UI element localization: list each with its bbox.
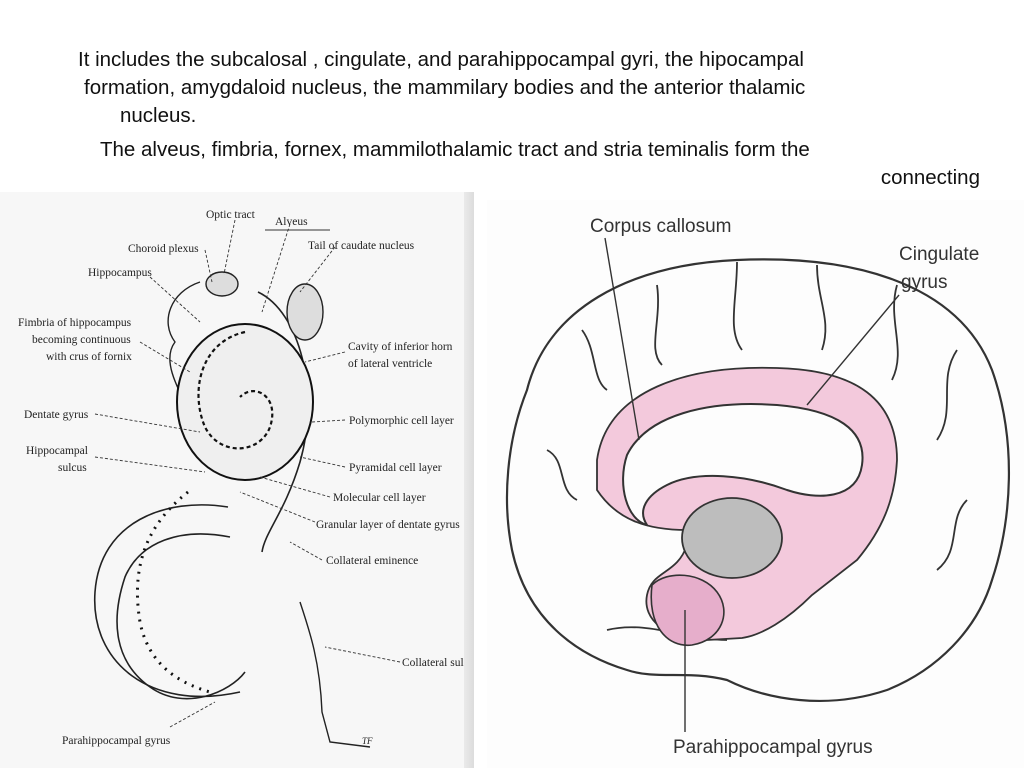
- paragraph-1-line-2: formation, amygdaloid nucleus, the mammi…: [84, 74, 984, 102]
- brain-drawing: Corpus callosum Cingulate gyrus Parahipp…: [487, 200, 1024, 768]
- hippocampus-drawing: Optic tract Alveus Choroid plexus Tail o…: [0, 192, 474, 768]
- label-polymorphic: Polymorphic cell layer: [349, 415, 454, 427]
- paragraph-2-line-2: connecting: [0, 164, 980, 192]
- label-dentate-gyrus: Dentate gyrus: [24, 409, 89, 421]
- paragraph-1-line-1: It includes the subcalosal , cingulate, …: [78, 46, 988, 74]
- paragraph-2-line-1: The alveus, fimbria, fornex, mammilothal…: [100, 136, 982, 164]
- label-parahippocampal-gyrus: Parahippocampal gyrus: [62, 735, 171, 747]
- label-cingulate-2: gyrus: [901, 272, 947, 293]
- label-fimbria-1: Fimbria of hippocampus: [18, 317, 132, 329]
- label-fimbria-2: becoming continuous: [32, 334, 131, 346]
- label-collateral-eminence: Collateral eminence: [326, 555, 418, 567]
- label-corpus-callosum: Corpus callosum: [590, 216, 732, 237]
- parahippocampal-inner: [95, 505, 240, 697]
- dentate-spiral: [177, 324, 313, 480]
- label-molecular: Molecular cell layer: [333, 492, 426, 504]
- label-parahippocampal-gyrus-right: Parahippocampal gyrus: [673, 737, 873, 758]
- label-cavity-1: Cavity of inferior horn: [348, 341, 453, 353]
- label-fimbria-3: with crus of fornix: [46, 351, 132, 363]
- label-hippocampal-sulcus-1: Hippocampal: [26, 445, 88, 457]
- medial-brain-diagram: Corpus callosum Cingulate gyrus Parahipp…: [487, 200, 1024, 768]
- label-choroid-plexus: Choroid plexus: [128, 243, 199, 255]
- label-granular: Granular layer of dentate gyrus: [316, 519, 460, 531]
- caudate-blob: [287, 284, 323, 340]
- artist-signature: TF: [362, 736, 373, 746]
- parahippocampal-outline: [117, 534, 245, 699]
- thalamus: [682, 498, 782, 578]
- label-tail-caudate: Tail of caudate nucleus: [308, 240, 415, 252]
- label-cavity-2: of lateral ventricle: [348, 358, 432, 370]
- pyramidal-band: [137, 492, 210, 692]
- label-pyramidal: Pyramidal cell layer: [349, 462, 442, 474]
- label-alveus: Alveus: [275, 216, 308, 228]
- label-hippocampal-sulcus-2: sulcus: [58, 462, 87, 474]
- slide-text: It includes the subcalosal , cingulate, …: [0, 0, 1024, 200]
- label-optic-tract: Optic tract: [206, 209, 256, 221]
- panel-edge-shadow: [464, 192, 474, 768]
- hippocampus-diagram: Optic tract Alveus Choroid plexus Tail o…: [0, 192, 474, 768]
- label-hippocampus: Hippocampus: [88, 267, 152, 279]
- paragraph-1-line-3: nucleus.: [120, 102, 196, 130]
- label-cingulate-1: Cingulate: [899, 244, 979, 265]
- collateral-sulcus-line: [300, 602, 370, 747]
